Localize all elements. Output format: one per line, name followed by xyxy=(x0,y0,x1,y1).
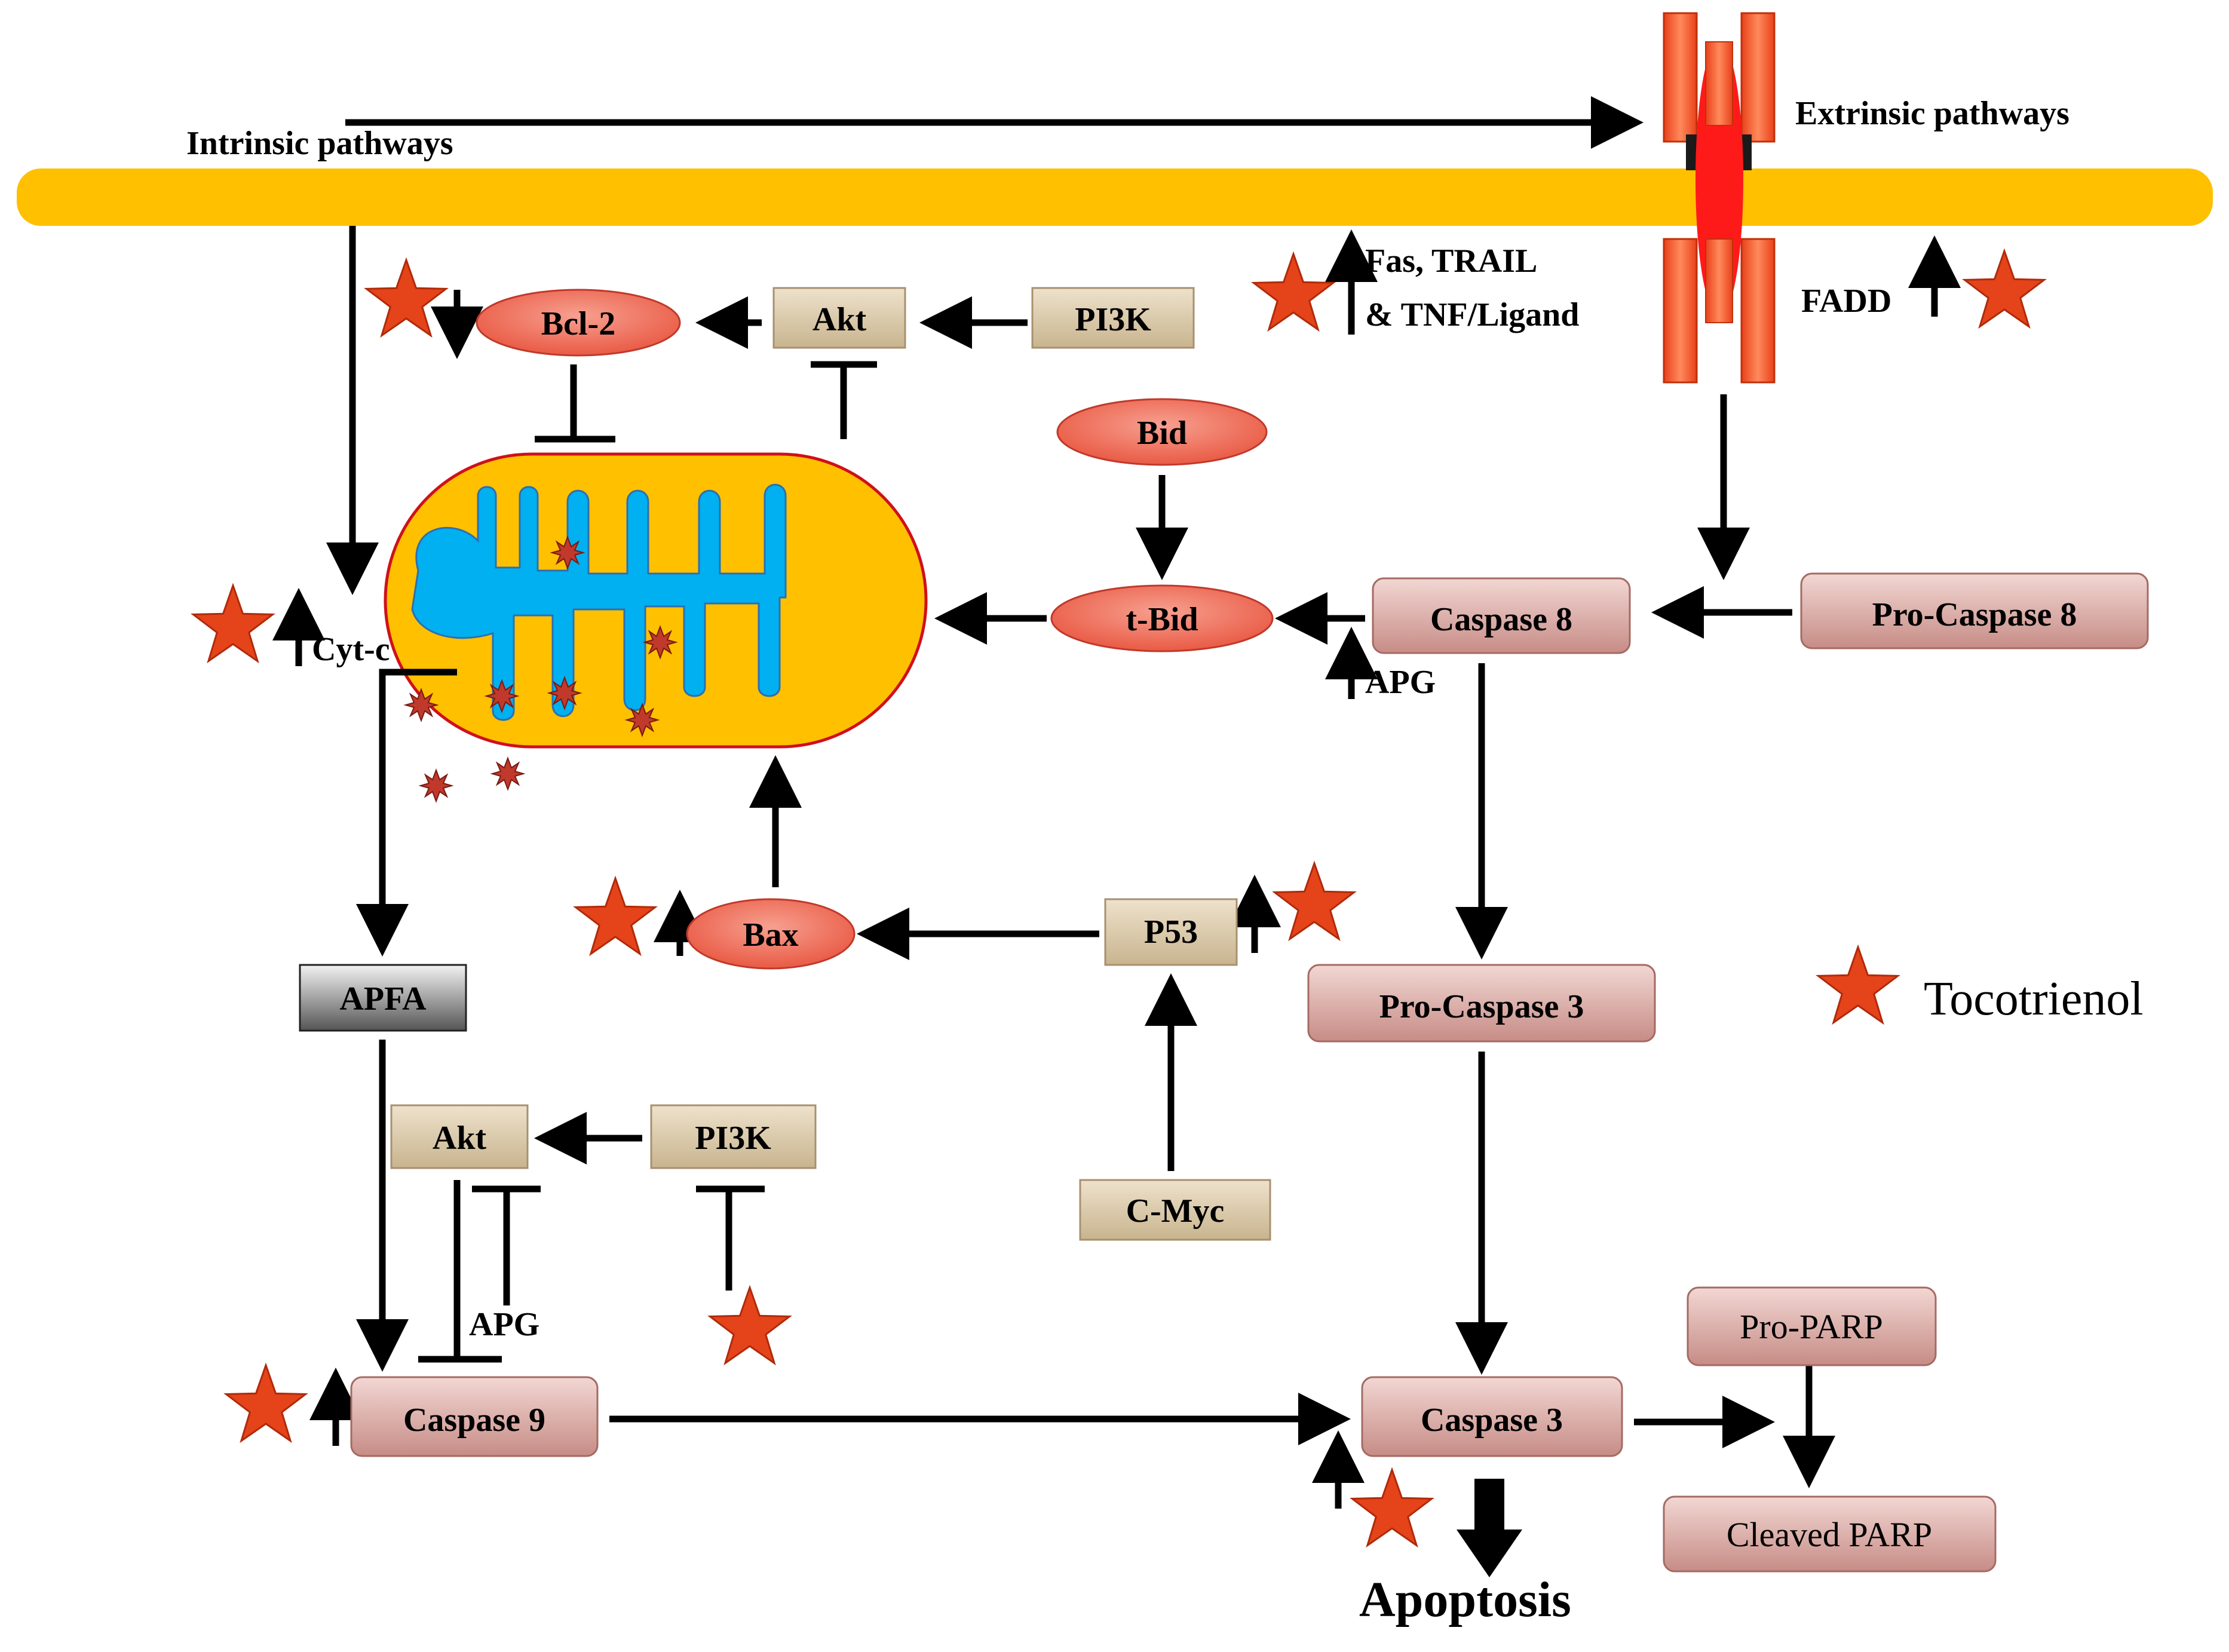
procaspase3-label: Pro-Caspase 3 xyxy=(1379,988,1584,1025)
akt-bottom-label: Akt xyxy=(433,1120,487,1157)
tbid-label: t-Bid xyxy=(1126,601,1198,638)
apg-caspase8-label: APG xyxy=(1365,664,1436,701)
proparp-label: Pro-PARP xyxy=(1740,1307,1883,1346)
tocotrienol-star-icon xyxy=(1252,253,1335,331)
pi3k-top-node xyxy=(1031,287,1195,349)
death-receptor xyxy=(1663,12,1776,384)
bcl2-label: Bcl-2 xyxy=(541,305,615,342)
apg-caspase9-label: APG xyxy=(469,1306,539,1343)
cmyc-node xyxy=(1079,1179,1271,1241)
regulation-arrows xyxy=(272,229,1961,1509)
procaspase8-node xyxy=(1800,572,2149,649)
apoptosis-arrow xyxy=(1457,1479,1522,1577)
caspase3-node xyxy=(1361,1376,1623,1457)
akt-top-label: Akt xyxy=(813,301,867,338)
p53-node xyxy=(1104,898,1238,966)
p53-label: P53 xyxy=(1144,914,1198,951)
pi3k-top-label: PI3K xyxy=(1075,301,1151,338)
extrinsic-pathways-label: Extrinsic pathways xyxy=(1795,95,2069,132)
legend-tocotrienol-label: Tocotrienol xyxy=(1924,973,2144,1025)
proparp-node xyxy=(1687,1286,1937,1366)
tocotrienol-star-icon xyxy=(709,1286,791,1365)
tocotrienol-star-icon xyxy=(1817,946,1899,1024)
pi3k-bottom-label: PI3K xyxy=(695,1120,771,1157)
cell-membrane xyxy=(17,168,2213,226)
procaspase3-node xyxy=(1307,964,1656,1043)
caspase9-label: Caspase 9 xyxy=(403,1402,545,1439)
tocotrienol-star-icon xyxy=(1351,1469,1433,1547)
tbid-node xyxy=(1050,584,1274,652)
bax-node xyxy=(686,898,856,970)
apfa-label: APFA xyxy=(339,980,427,1017)
bcl2-node xyxy=(476,289,681,357)
caspase8-label: Caspase 8 xyxy=(1430,601,1572,638)
caspase3-label: Caspase 3 xyxy=(1421,1402,1563,1439)
tocotrienol-star-icon xyxy=(192,584,274,663)
tocotrienol-star-icon xyxy=(574,877,657,955)
akt-top-node xyxy=(772,287,906,349)
akt-bottom-node xyxy=(390,1104,529,1169)
cmyc-label: C-Myc xyxy=(1126,1193,1225,1230)
cytc-label: Cyt-c xyxy=(312,631,390,668)
fas-trail-label: Fas, TRAIL xyxy=(1365,243,1537,280)
arrow-cytc-to-apfa xyxy=(356,669,457,957)
apfa-node xyxy=(299,964,467,1032)
caspase8-node xyxy=(1372,577,1631,654)
bid-label: Bid xyxy=(1137,415,1187,452)
tocotrienol-star-icon xyxy=(1963,250,2046,328)
fadd-label: FADD xyxy=(1801,283,1891,320)
tnf-ligand-label: & TNF/Ligand xyxy=(1365,296,1579,333)
procaspase8-label: Pro-Caspase 8 xyxy=(1872,596,2077,633)
apoptosis-label: Apoptosis xyxy=(1359,1572,1571,1628)
mitochondrion xyxy=(384,452,928,749)
tocotrienol-star-icon xyxy=(1273,862,1356,940)
bax-label: Bax xyxy=(743,917,798,954)
tocotrienol-star-icon xyxy=(365,259,447,337)
caspase9-node xyxy=(350,1376,599,1457)
cleavedparp-node xyxy=(1663,1495,1997,1573)
intrinsic-pathways-label: Intrinsic pathways xyxy=(186,125,453,162)
tocotrienol-star-icon xyxy=(225,1364,307,1442)
cleavedparp-label: Cleaved PARP xyxy=(1727,1515,1932,1554)
inhibition-marks xyxy=(418,361,877,1363)
bid-node xyxy=(1056,398,1268,466)
pi3k-bottom-node xyxy=(650,1104,817,1169)
